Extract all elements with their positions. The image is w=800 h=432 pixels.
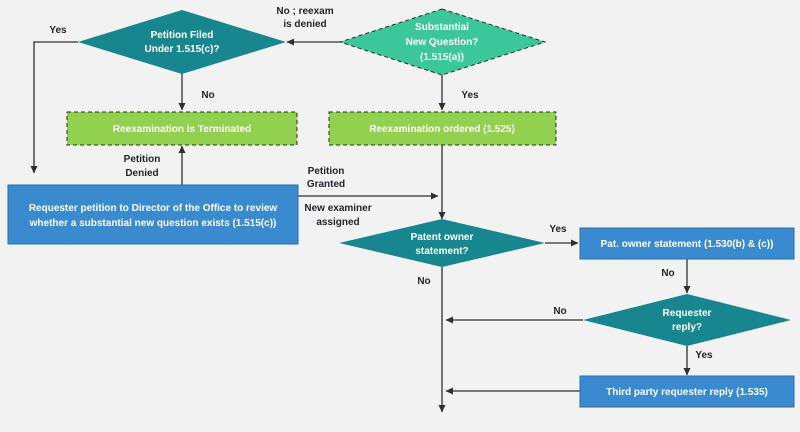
label-no-reexam-1: No ; reexam	[276, 6, 333, 17]
reexam-ordered-box: Reexamination ordered (1.525)	[328, 111, 557, 146]
pat-owner-statement-label: Pat. owner statement (1.530(b) & (c))	[601, 239, 774, 250]
label-petition-granted-2: Granted	[307, 179, 345, 190]
label-petition-denied-1: Petition	[124, 154, 161, 165]
po-q-line-1: Patent owner	[411, 232, 474, 243]
reply-q-line-2: reply?	[672, 322, 702, 333]
reexam-ordered-label: Reexamination ordered (1.525)	[369, 124, 515, 135]
po-q-line-2: statement?	[415, 246, 468, 257]
label-petition-denied-2: Denied	[125, 168, 158, 179]
patent-owner-statement-decision: Patent owner statement?	[339, 219, 545, 267]
snq-line-1: Substantial	[415, 22, 469, 33]
label-new-examiner-2: assigned	[316, 217, 359, 228]
label-yes-po: Yes	[549, 224, 567, 235]
petition-filed-line-2: Under 1.515(c)?	[144, 44, 219, 55]
label-no-petition: No	[201, 90, 214, 101]
label-no-after-statement: No	[661, 268, 674, 279]
edge-petition-filed-yes	[30, 41, 78, 174]
requester-reply-decision: Requester reply?	[583, 294, 791, 346]
label-petition-granted-1: Petition	[308, 166, 345, 177]
label-yes-snq: Yes	[461, 90, 479, 101]
snq-line-3: (1.515(a))	[420, 52, 464, 63]
snq-line-2: New Question?	[406, 37, 479, 48]
label-no-reexam-2: is denied	[283, 19, 326, 30]
label-no-po: No	[417, 276, 430, 287]
reply-q-line-1: Requester	[663, 308, 712, 319]
requester-petition-line-2: whether a substantial new question exist…	[29, 218, 277, 229]
label-new-examiner-1: New examiner	[304, 203, 371, 214]
reexam-terminated-label: Reexamination is Terminated	[113, 124, 251, 135]
reexam-terminated-box: Reexamination is Terminated	[66, 111, 298, 146]
requester-petition-box: Requester petition to Director of the Of…	[7, 184, 299, 245]
substantial-new-question-decision: Substantial New Question? (1.515(a))	[338, 8, 547, 76]
petition-filed-line-1: Petition Filed	[151, 30, 214, 41]
petition-filed-decision: Petition Filed Under 1.515(c)?	[78, 10, 286, 74]
label-yes-petition: Yes	[49, 25, 67, 36]
third-party-reply-box: Third party requester reply (1.535)	[579, 375, 795, 408]
label-no-reply: No	[553, 306, 566, 317]
pat-owner-statement-box: Pat. owner statement (1.530(b) & (c))	[579, 227, 795, 260]
label-yes-reply: Yes	[695, 350, 713, 361]
requester-petition-line-1: Requester petition to Director of the Of…	[29, 203, 278, 214]
third-party-reply-label: Third party requester reply (1.535)	[606, 387, 768, 398]
